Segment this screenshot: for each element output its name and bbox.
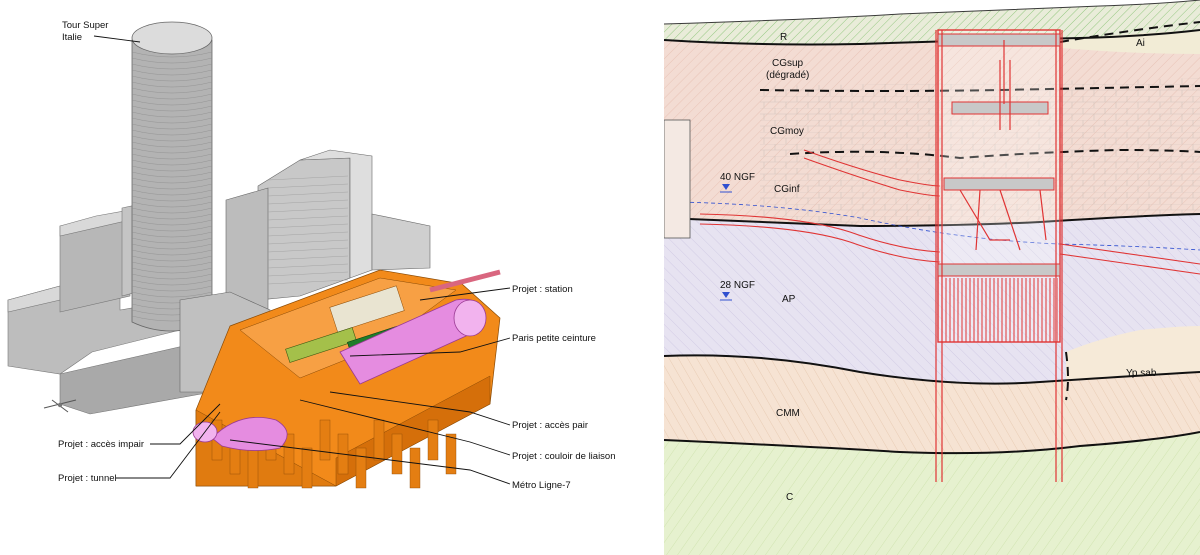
label-tower-line1: Tour Super (62, 20, 108, 31)
compass-icon (43, 399, 77, 413)
label-yp: Yp sab (1126, 368, 1157, 379)
existing-wall (664, 119, 691, 239)
label-cgmoy: CGmoy (770, 126, 804, 137)
right-geological-section: R Ai CGsup (dégradé) CGmoy 40 NGF CGinf … (664, 0, 1200, 555)
label-28-ngf: 28 NGF (720, 280, 755, 291)
mid-rise-blocks (225, 149, 431, 331)
tunnel-profiles (699, 149, 1200, 275)
shaft (935, 29, 1063, 482)
label-cgsup: CGsup (772, 58, 804, 69)
layer-ai (1060, 30, 1200, 54)
label-ai: Ai (1136, 38, 1145, 49)
label-ap: AP (782, 294, 796, 305)
label-tower-line2: Italie (62, 32, 82, 43)
petite-ceinture-tube (339, 269, 501, 385)
label-acces-pair: Projet : accès pair (512, 420, 588, 431)
label-station: Projet : station (512, 284, 573, 295)
label-ceinture: Paris petite ceinture (512, 333, 596, 344)
layer-yp (1066, 326, 1200, 380)
leaders (93, 35, 511, 485)
station-deck (329, 285, 405, 333)
water-line (675, 201, 1200, 251)
label-couloir: Projet : couloir de liaison (512, 451, 616, 462)
label-c: C (786, 492, 793, 503)
label-acces-impair: Projet : accès impair (58, 439, 144, 450)
label-cgsup-note: (dégradé) (766, 70, 809, 81)
water-marker-40 (720, 184, 732, 193)
label-tunnel: Projet : tunnel (58, 473, 117, 484)
tour-super-italie (131, 21, 213, 332)
water-marker-28 (720, 292, 732, 301)
tunnel-acces (211, 417, 288, 451)
left-3d-model: Tour Super Italie Projet : station Paris… (7, 20, 616, 491)
label-metro: Métro Ligne-7 (512, 480, 571, 491)
label-cmm: CMM (776, 408, 800, 419)
label-40-ngf: 40 NGF (720, 172, 755, 183)
green-slab (285, 327, 357, 363)
label-r: R (780, 32, 787, 43)
label-cginf: CGinf (774, 184, 800, 195)
